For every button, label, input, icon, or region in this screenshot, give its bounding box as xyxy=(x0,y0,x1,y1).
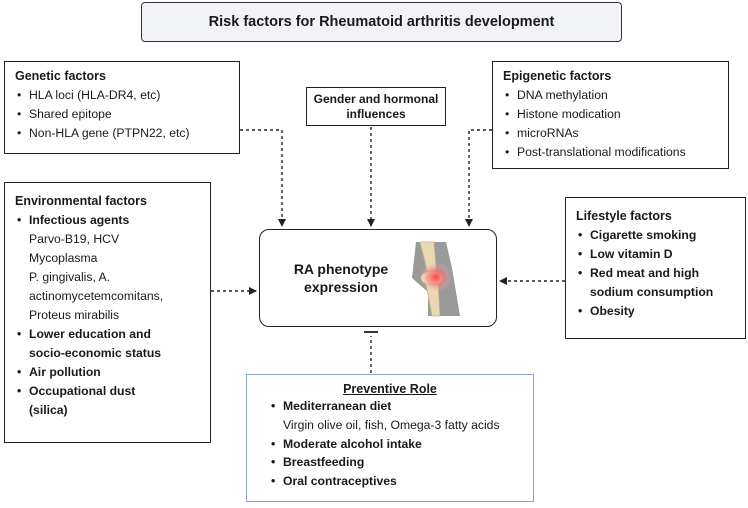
environmental-factors-heading: Environmental factors xyxy=(15,194,147,208)
genetic-factors-heading: Genetic factors xyxy=(15,69,107,83)
red-meat-line1: Red meat and high xyxy=(590,266,700,280)
education-line1: Lower education and xyxy=(29,327,151,341)
list-item: Low vitamin D xyxy=(576,245,735,264)
ra-phenotype-line2: expression xyxy=(304,279,378,295)
genetic-factors-box: Genetic factors HLA loci (HLA-DR4, etc) … xyxy=(4,61,240,154)
knee-joint-icon xyxy=(412,241,460,317)
epigenetic-factors-heading: Epigenetic factors xyxy=(503,69,612,83)
epigenetic-factors-box: Epigenetic factors DNA methylation Histo… xyxy=(492,61,729,169)
ra-phenotype-box: RA phenotype expression xyxy=(259,229,497,327)
preventive-role-list: Mediterranean diet Virgin olive oil, fis… xyxy=(269,397,523,490)
dust-line2: (silica) xyxy=(29,403,68,417)
epigenetic-to-ra-arrow xyxy=(465,129,492,227)
infectious-agents-label: Infectious agents xyxy=(29,213,130,227)
diagram-title: Risk factors for Rheumatoid arthritis de… xyxy=(208,14,555,30)
detail-line: actinomycetemcomitans, xyxy=(29,289,164,303)
red-meat-line2: sodium consumption xyxy=(590,285,714,299)
list-item: DNA methylation xyxy=(503,86,718,105)
list-item: microRNAs xyxy=(503,124,718,143)
detail-line: Proteus mirabilis xyxy=(29,308,120,322)
list-item: Histone modication xyxy=(503,105,718,124)
environmental-factors-list: Infectious agents Parvo-B19, HCV Mycopla… xyxy=(15,211,200,420)
list-item: Non-HLA gene (PTPN22, etc) xyxy=(15,124,229,143)
list-item: Oral contraceptives xyxy=(269,472,523,491)
list-item-red-meat: Red meat and high sodium consumption xyxy=(576,264,735,302)
list-item-occupational-dust: Occupational dust (silica) xyxy=(15,382,200,420)
lifestyle-factors-heading: Lifestyle factors xyxy=(576,209,672,223)
list-item-air-pollution: Air pollution xyxy=(15,363,200,382)
list-item: Cigarette smoking xyxy=(576,226,735,245)
ra-phenotype-label: RA phenotype expression xyxy=(276,260,406,296)
list-item-mediterranean-diet: Mediterranean diet xyxy=(269,397,523,416)
detail-line: Mycoplasma xyxy=(29,251,98,265)
education-line2: socio-economic status xyxy=(29,346,162,360)
lifestyle-factors-list: Cigarette smoking Low vitamin D Red meat… xyxy=(576,226,735,321)
preventive-role-heading: Preventive Role xyxy=(343,382,437,396)
diagram-title-box: Risk factors for Rheumatoid arthritis de… xyxy=(141,2,622,42)
list-item: Obesity xyxy=(576,302,735,321)
environmental-factors-box: Environmental factors Infectious agents … xyxy=(4,182,211,443)
gender-hormonal-line2: influences xyxy=(346,106,406,121)
list-item: Post-translational modifications xyxy=(503,143,718,162)
gender-hormonal-line1: Gender and hormonal xyxy=(313,91,439,106)
ra-phenotype-line1: RA phenotype xyxy=(293,261,389,277)
list-item-education: Lower education and socio-economic statu… xyxy=(15,325,200,363)
list-item: Breastfeeding xyxy=(269,453,523,472)
detail-line: Parvo-B19, HCV xyxy=(29,232,120,246)
list-item: Shared epitope xyxy=(15,105,229,124)
list-item: Moderate alcohol intake xyxy=(269,435,523,454)
inflammation-glow-shape xyxy=(420,262,452,292)
list-item: HLA loci (HLA-DR4, etc) xyxy=(15,86,229,105)
genetic-to-ra-arrow xyxy=(240,129,286,227)
list-item-infectious-agents: Infectious agents xyxy=(15,211,200,230)
genetic-factors-list: HLA loci (HLA-DR4, etc) Shared epitope N… xyxy=(15,86,229,143)
preventive-role-box: Preventive Role Mediterranean diet Virgi… xyxy=(246,374,534,502)
dust-line1: Occupational dust xyxy=(29,384,136,398)
gender-hormonal-box: Gender and hormonal influences xyxy=(306,87,446,126)
infectious-agents-details: Parvo-B19, HCV Mycoplasma P. gingivalis,… xyxy=(15,230,200,325)
epigenetic-factors-list: DNA methylation Histone modication micro… xyxy=(503,86,718,162)
lifestyle-factors-box: Lifestyle factors Cigarette smoking Low … xyxy=(565,197,746,339)
mediterranean-diet-detail: Virgin olive oil, fish, Omega-3 fatty ac… xyxy=(283,417,500,432)
detail-line: P. gingivalis, A. xyxy=(29,270,111,284)
